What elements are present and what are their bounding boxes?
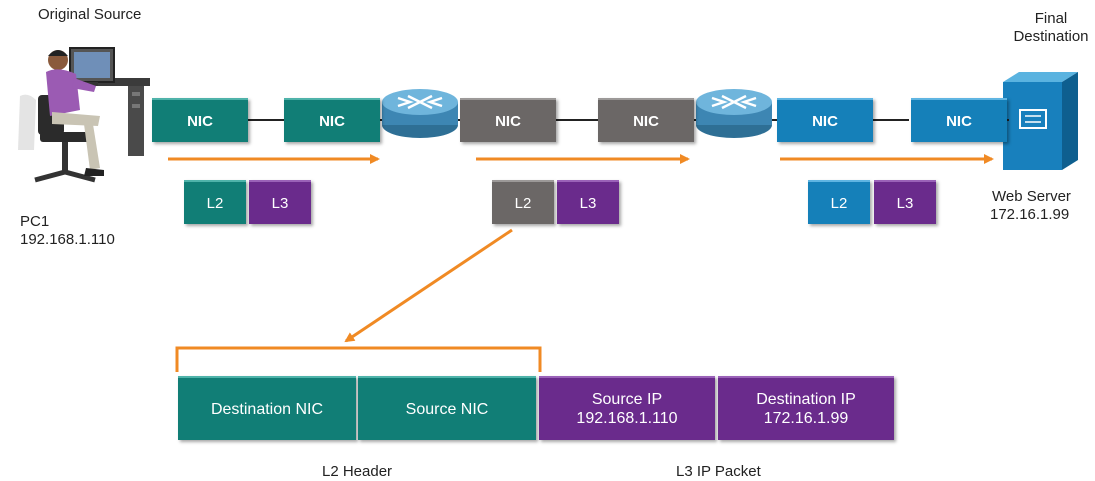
frame2-l2: L2 (492, 180, 554, 224)
link-line (248, 119, 284, 121)
pc1-ip: 192.168.1.110 (20, 231, 115, 248)
l2-header-caption: L2 Header (322, 463, 393, 480)
frame1-l3: L3 (249, 180, 311, 224)
pc1-name: PC1 (20, 213, 50, 230)
destination-ip-title: Destination IP (756, 391, 856, 408)
frame3-l3: L3 (874, 180, 936, 224)
final-destination-line1: Final (1034, 10, 1068, 27)
source-ip-field: Source IP 192.168.1.110 (539, 376, 715, 440)
link-line (873, 119, 909, 121)
nic-box-router2-left: NIC (598, 98, 694, 142)
final-destination-line2: Destination (1013, 28, 1089, 45)
nic-box-pc1: NIC (152, 98, 248, 142)
original-source-label: Original Source (38, 6, 142, 23)
frame1-l2: L2 (184, 180, 246, 224)
web-server-ip: 172.16.1.99 (990, 206, 1070, 223)
destination-nic-label: Destination NIC (210, 400, 324, 418)
final-destination-label: Final Destination (1010, 10, 1092, 46)
l2-header-bracket (175, 346, 542, 372)
source-nic-field: Source NIC (358, 376, 536, 440)
zoom-arrow (344, 228, 513, 343)
source-ip-value: 192.168.1.110 (576, 410, 678, 427)
nic-box-router2-right: NIC (777, 98, 873, 142)
l3-packet-caption: L3 IP Packet (676, 463, 761, 480)
source-ip-title: Source IP (591, 391, 663, 408)
link-line (556, 119, 600, 121)
nic-box-router1-left: NIC (284, 98, 380, 142)
frame3-l2: L2 (808, 180, 870, 224)
destination-ip-value: 172.16.1.99 (763, 410, 849, 427)
frame2-l3: L3 (557, 180, 619, 224)
destination-nic-field: Destination NIC (178, 376, 356, 440)
nic-box-router1-right: NIC (460, 98, 556, 142)
source-nic-label: Source NIC (405, 400, 489, 418)
destination-ip-field: Destination IP 172.16.1.99 (718, 376, 894, 440)
pc1-user-icon (18, 47, 150, 183)
web-server-name: Web Server (992, 188, 1071, 205)
nic-box-server: NIC (911, 98, 1007, 142)
